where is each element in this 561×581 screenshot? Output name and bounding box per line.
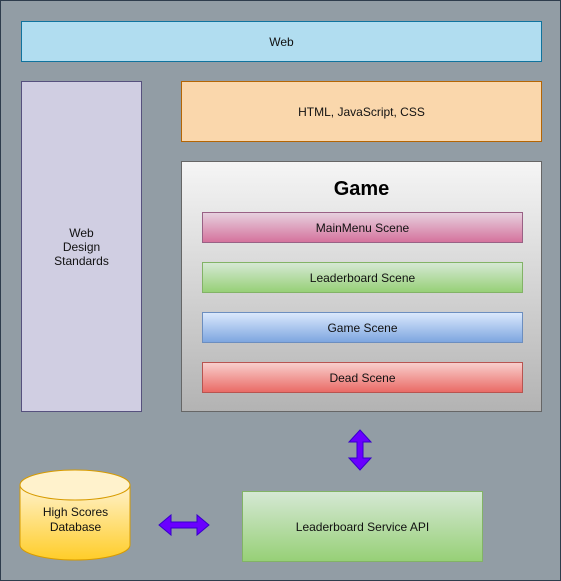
web-layer-box[interactable]: Web [21,21,542,62]
web-layer-label: Web [269,34,294,49]
mainmenu-scene-box[interactable]: MainMenu Scene [202,212,523,243]
leaderboard-scene-label: Leaderboard Scene [309,270,416,285]
game-scene-label: Game Scene [327,320,398,335]
leaderboard-api-box[interactable]: Leaderboard Service API [242,491,483,562]
tech-stack-box[interactable]: HTML, JavaScript, CSS [181,81,542,142]
game-container[interactable]: Game MainMenu Scene Leaderboard Scene Ga… [181,161,542,412]
game-scene-box[interactable]: Game Scene [202,312,523,343]
dead-scene-label: Dead Scene [329,370,396,385]
horizontal-double-arrow-icon [158,513,210,537]
mainmenu-scene-label: MainMenu Scene [315,220,410,235]
high-scores-database-label: High Scores Database [42,505,109,534]
database-cylinder-icon[interactable] [19,469,131,561]
tech-stack-label: HTML, JavaScript, CSS [298,104,425,119]
dead-scene-box[interactable]: Dead Scene [202,362,523,393]
vertical-double-arrow-icon [347,429,373,471]
web-design-standards-label: Web Design Standards [54,225,109,268]
leaderboard-scene-box[interactable]: Leaderboard Scene [202,262,523,293]
web-design-standards-box[interactable]: Web Design Standards [21,81,142,412]
game-title: Game [333,178,390,200]
leaderboard-api-label: Leaderboard Service API [295,519,430,534]
